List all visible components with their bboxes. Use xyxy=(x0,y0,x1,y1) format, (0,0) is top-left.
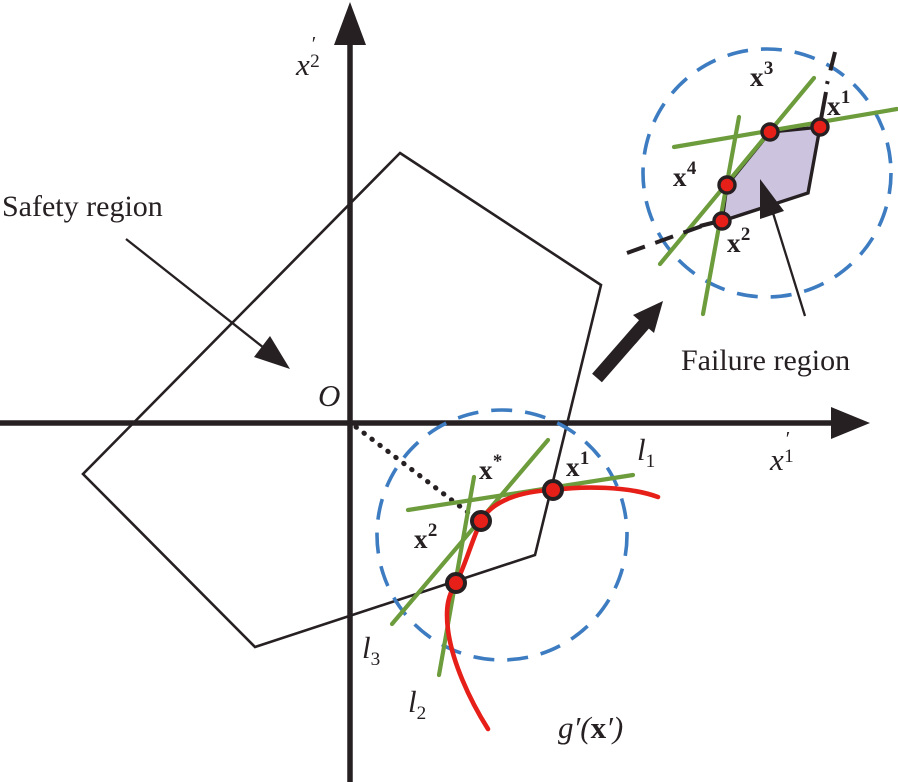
failure-region-pointer-head xyxy=(760,179,784,219)
x3-inset-label: x3 xyxy=(750,57,774,92)
zoom-arrow-head xyxy=(633,301,663,333)
x2-main-label: x2 xyxy=(414,519,438,554)
origin-to-xstar-dotted-line xyxy=(353,424,473,517)
l2-label: l2 xyxy=(408,684,427,725)
main-trust-region-circle xyxy=(375,408,629,662)
inset-limit-line-dashed-top xyxy=(825,51,837,85)
x1-axis-arrowhead xyxy=(831,407,870,439)
x2-axis-symbol: x xyxy=(296,47,310,82)
point-x1-main-dot xyxy=(542,479,564,501)
inset-tangent-shallow xyxy=(671,106,898,150)
origin-label: O xyxy=(318,378,341,413)
inset-limit-line-dashed-left xyxy=(626,224,703,255)
xstar-label: x* xyxy=(479,450,503,485)
x2-axis-label: x′2 xyxy=(296,32,328,82)
point-x4-inset-dot xyxy=(717,175,737,195)
l3-label: l3 xyxy=(362,630,381,671)
failure-region-pointer-line xyxy=(771,212,807,317)
x2-axis-subsup: ′2 xyxy=(310,32,320,73)
failure-region-label: Failure region xyxy=(681,344,851,377)
l1-label: l1 xyxy=(637,432,656,473)
inset-trust-region-circle xyxy=(641,47,893,299)
point-x2-inset-dot xyxy=(712,211,732,231)
point-x3-inset-dot xyxy=(760,122,780,142)
x2-axis-arrowhead xyxy=(334,2,366,45)
x1-axis-symbol: x xyxy=(770,442,784,477)
x1-axis-label: x′1 xyxy=(770,427,802,477)
x4-inset-label: x4 xyxy=(673,157,697,192)
point-x1-inset-dot xyxy=(810,117,830,137)
point-x2-main-dot xyxy=(445,572,467,594)
point-xstar-dot xyxy=(470,510,492,532)
zoom-arrow-shaft xyxy=(592,317,651,383)
g-function-label: g′(x′) xyxy=(558,710,624,745)
safety-region-boundary xyxy=(81,151,603,649)
x1-axis-subsup: ′1 xyxy=(784,427,794,468)
safety-region-label: Safety region xyxy=(2,190,163,223)
limit-state-curve xyxy=(444,485,661,732)
safety-region-pointer-line xyxy=(125,238,265,349)
x1-inset-label: x1 xyxy=(827,86,851,121)
x1-main-label: x1 xyxy=(566,447,590,482)
tangent-line-l3 xyxy=(389,437,551,627)
x2-inset-label: x2 xyxy=(727,223,751,258)
safety-region-pointer-head xyxy=(254,336,290,369)
